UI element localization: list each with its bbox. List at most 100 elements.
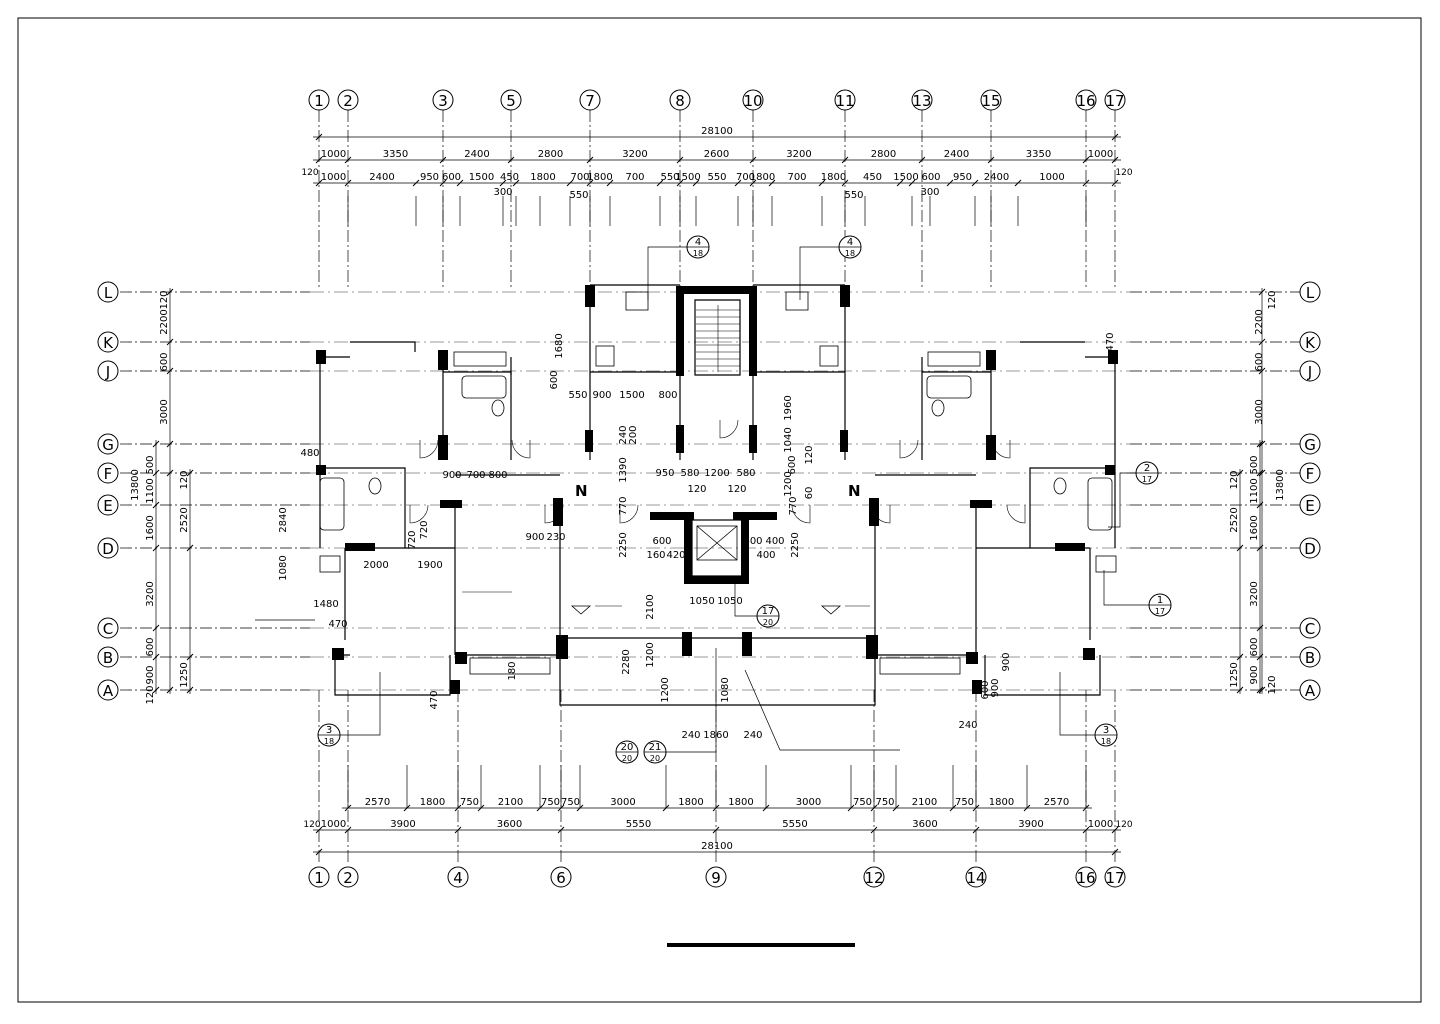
wall-block: [556, 635, 568, 659]
row-axis-right-L: L: [1306, 284, 1315, 302]
detail-ref-sheet: 20: [763, 618, 773, 627]
right-inner-label: 600: [1249, 637, 1260, 656]
stair-core-dim: 1050: [717, 596, 742, 607]
row-axis-right-B: B: [1305, 649, 1315, 667]
row-axis-right-G-circle: [1299, 433, 1321, 455]
col-axis-bottom-9: 9: [711, 869, 721, 887]
title-underline: [667, 943, 855, 947]
detail-ref-sheet: 18: [693, 249, 703, 258]
bottom-dim-row2-tick: [972, 826, 980, 834]
stair-core-dim: 400: [765, 536, 784, 547]
right-inner-label: 120: [1267, 675, 1278, 694]
left-outer-label: 3000: [159, 399, 170, 424]
right-inner-tick: [1256, 469, 1264, 477]
row-axis-left-D: D: [102, 540, 114, 558]
bottom-dim-row2-tick: [454, 826, 462, 834]
top-dim-row1-tick: [918, 156, 926, 164]
left-outer-tick: [166, 469, 174, 477]
door-swing: [511, 439, 531, 459]
top-overall-tick: [1111, 133, 1119, 141]
right-inner-label: 3200: [1249, 581, 1260, 606]
top-dim-row2-tick: [1082, 179, 1090, 187]
wall-line: [454, 505, 977, 655]
left-unit-dim: 720: [407, 530, 418, 549]
toilet: [1053, 477, 1067, 495]
wall-block: [972, 680, 982, 694]
left-unit-dim: 470: [328, 619, 347, 630]
top-dim-row2-tick: [734, 179, 742, 187]
top-dim-row2-label: 700: [787, 172, 806, 183]
left-inner-tick: [152, 469, 160, 477]
wall-block: [316, 350, 326, 364]
top-dim-row2-label: 950: [420, 172, 439, 183]
col-axis-top-3: 3: [438, 92, 448, 110]
col-axis-bottom-14: 14: [966, 869, 985, 887]
bottom-dim-row1-label: 2570: [365, 797, 390, 808]
stair-core-dim: 420: [666, 550, 685, 561]
bottom-dim-row1-label: 1800: [420, 797, 445, 808]
top-dim-row1-tick: [439, 156, 447, 164]
col-axis-top-10-circle: [742, 89, 764, 111]
detail-ref-sheet: 18: [845, 249, 855, 258]
right-inner-tick: [1256, 653, 1264, 661]
row-axis-right-F-circle: [1299, 462, 1321, 484]
top-dim-row2-label: 950: [953, 172, 972, 183]
row-axis-left-A-circle: [97, 679, 119, 701]
row-axis-left-L-circle: [97, 281, 119, 303]
wall-line: [443, 371, 991, 460]
door-swing: [544, 504, 564, 524]
axis-grid-lines: [120, 110, 1300, 864]
col-axis-bottom-17: 17: [1105, 869, 1124, 887]
left-unit-dim: 900: [592, 390, 611, 401]
stair-core-dim: 1200: [783, 471, 794, 496]
right-outer-tick: [1258, 338, 1266, 346]
detail-ref-num: 4: [695, 237, 701, 248]
left-unit-dim: 470: [429, 690, 440, 709]
wall-block: [741, 512, 749, 582]
wall-block: [438, 435, 448, 460]
top-dim-row1-label: 2400: [464, 149, 489, 160]
right-inner-label: 500: [1249, 455, 1260, 474]
left-unit-dim: 2840: [278, 507, 289, 532]
leader-line: [340, 672, 381, 736]
left-stack2-tick: [186, 544, 194, 552]
left-stack2-label: 2520: [179, 507, 190, 532]
stair-core-dim: 400: [743, 536, 762, 547]
counter: [625, 291, 649, 311]
wall-block: [450, 680, 460, 694]
top-dim-row1-label: 3200: [786, 149, 811, 160]
stair-core-dim: 1200: [704, 468, 729, 479]
door-swing: [991, 439, 1011, 459]
row-axis-right-C-circle: [1299, 617, 1321, 639]
wall-block: [585, 430, 593, 452]
right-unit-dim: 240: [958, 720, 977, 731]
top-dim-row2-tick: [768, 179, 776, 187]
col-axis-bottom-1: 1: [314, 869, 324, 887]
left-unit-dim: 230: [546, 532, 565, 543]
slope-mark: [820, 605, 842, 615]
top-dim-row2-label: 700: [736, 172, 755, 183]
col-axis-bottom-6-circle: [550, 866, 572, 888]
left-inner-label: 500: [145, 455, 156, 474]
wall-block: [316, 465, 326, 475]
top-dim-row2-tick: [412, 179, 420, 187]
right-stack2-tick: [1236, 653, 1244, 661]
detail-ref-sheet: 20: [650, 754, 660, 763]
bottom-dim-row2-label: 3600: [912, 819, 937, 830]
top-dim-row2-tick: [656, 179, 664, 187]
wall-block: [684, 512, 692, 582]
top-dim-row2-tick: [566, 179, 574, 187]
wall-block: [866, 635, 878, 659]
stair-core-dim: 400: [756, 550, 775, 561]
right-stack2-tick: [1236, 469, 1244, 477]
top-dim-row2-label: 550: [707, 172, 726, 183]
row-axis-left-G: G: [102, 436, 114, 454]
row-axis-right-D: D: [1304, 540, 1316, 558]
right-outer-label: 3000: [1254, 399, 1265, 424]
top-dim-row1-tick: [749, 156, 757, 164]
right-outer-tick: [1258, 367, 1266, 375]
top-dim-row2-tick: [456, 179, 464, 187]
col-axis-top-10: 10: [743, 92, 762, 110]
